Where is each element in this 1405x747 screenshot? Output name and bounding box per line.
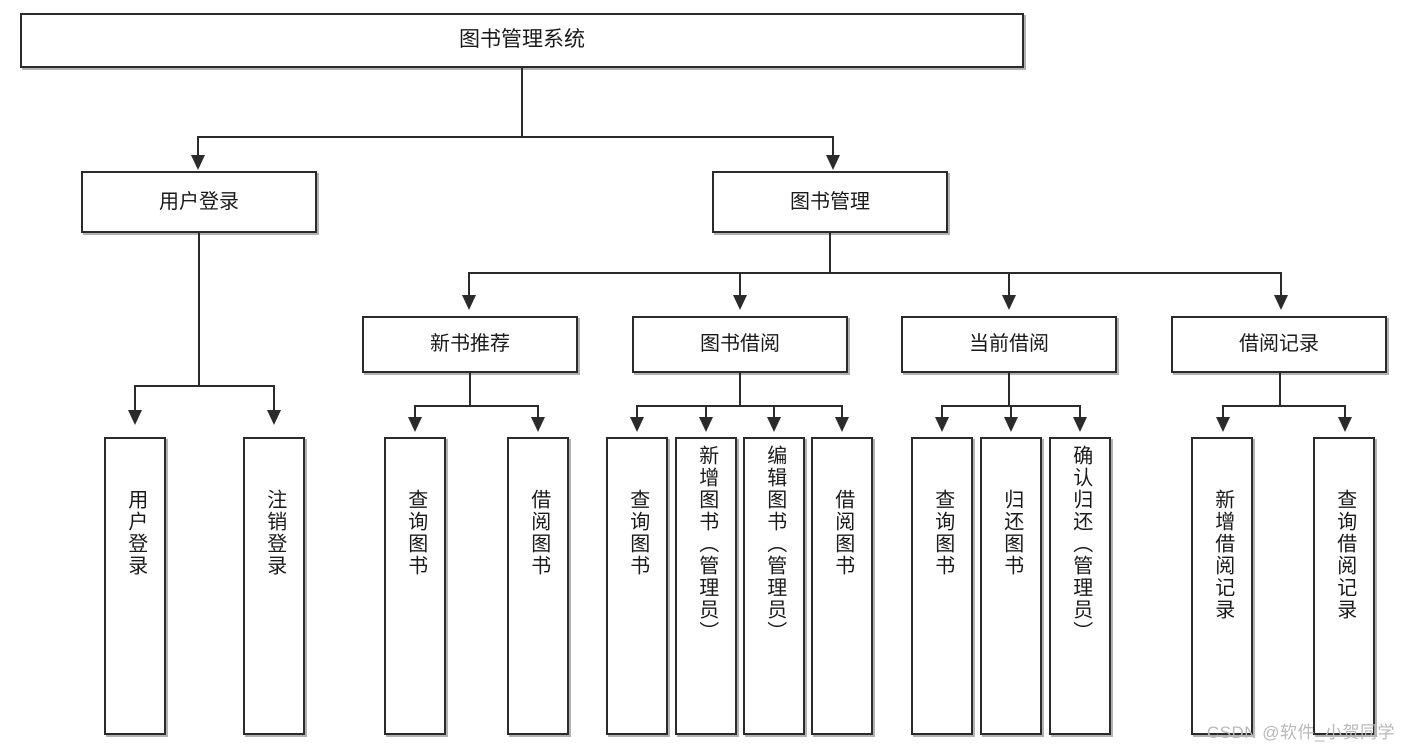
connector-root-stem (521, 68, 523, 136)
connector-userlogin-stem (198, 233, 200, 385)
node-label: 用户登录 (124, 489, 147, 577)
connector-bookborrow-stem (739, 373, 741, 405)
arrow-to-leaf-query-book-1 (408, 417, 422, 432)
arrow-to-book-manage (826, 155, 840, 170)
arrow-to-leaf-add-book (699, 417, 713, 432)
node-label: 查询图书 (931, 489, 954, 577)
node-current-borrow[interactable]: 当前借阅 (901, 316, 1117, 373)
connector-root-drop-2 (832, 136, 834, 158)
connector-borrowrecord-bus (1222, 405, 1346, 407)
watermark-text: CSDN @软件_小贺同学 (1206, 723, 1395, 742)
arrow-to-leaf-logout (267, 410, 281, 425)
leaf-user-login[interactable]: 用户登录 (104, 437, 166, 735)
connector-root-bus (197, 136, 833, 138)
node-label: 归还图书 (1000, 489, 1023, 577)
connector-borrowrecord-drop-1 (1222, 405, 1224, 419)
connector-borrowrecord-drop-2 (1344, 405, 1346, 419)
connector-root-drop-1 (197, 136, 199, 158)
arrow-to-leaf-borrow-book-1 (531, 417, 545, 432)
arrow-to-leaf-query-book-3 (935, 417, 949, 432)
node-user-login[interactable]: 用户登录 (81, 171, 317, 233)
connector-bookmanage-bus (468, 272, 1280, 274)
leaf-query-book-borrow[interactable]: 查询图书 (606, 437, 668, 735)
node-label: 确认归还（管理员） (1069, 445, 1092, 643)
connector-userlogin-drop-1 (134, 385, 136, 412)
arrow-to-leaf-borrow-book-2 (835, 417, 849, 432)
connector-currentborrow-drop-3 (1079, 405, 1081, 419)
connector-newbook-stem (469, 373, 471, 405)
node-label: 新增借阅记录 (1211, 489, 1234, 621)
leaf-query-borrow-record[interactable]: 查询借阅记录 (1313, 437, 1375, 735)
connector-l3-drop-3 (1008, 272, 1010, 297)
node-label: 当前借阅 (969, 333, 1049, 355)
connector-l3-drop-2 (739, 272, 741, 297)
connector-newbook-drop-1 (414, 405, 416, 419)
arrow-to-leaf-return-book (1004, 417, 1018, 432)
arrow-to-new-book-recommend (462, 295, 476, 310)
node-label: 借阅图书 (527, 489, 550, 577)
node-label: 图书借阅 (700, 333, 780, 355)
arrow-to-leaf-query-book-2 (630, 417, 644, 432)
arrow-to-leaf-confirm-return (1073, 417, 1087, 432)
node-label: 编辑图书（管理员） (763, 445, 786, 643)
connector-userlogin-drop-2 (273, 385, 275, 412)
node-label: 新书推荐 (430, 333, 510, 355)
arrow-to-borrow-record (1274, 295, 1288, 310)
arrow-to-leaf-add-record (1216, 417, 1230, 432)
leaf-logout[interactable]: 注销登录 (243, 437, 305, 735)
node-label: 查询图书 (626, 489, 649, 577)
connector-userlogin-bus (134, 385, 275, 387)
node-label: 借阅记录 (1239, 333, 1319, 355)
arrow-to-leaf-query-record (1338, 417, 1352, 432)
connector-bookborrow-drop-2 (705, 405, 707, 419)
leaf-return-book[interactable]: 归还图书 (980, 437, 1042, 735)
node-label: 借阅图书 (831, 489, 854, 577)
connector-bookmanage-stem (829, 233, 831, 272)
arrow-to-leaf-user-login (128, 410, 142, 425)
node-book-manage[interactable]: 图书管理 (712, 171, 948, 233)
connector-bookborrow-drop-1 (636, 405, 638, 419)
node-label: 图书管理 (790, 190, 870, 213)
node-new-book-recommend[interactable]: 新书推荐 (362, 316, 578, 373)
connector-bookborrow-drop-3 (773, 405, 775, 419)
connector-currentborrow-stem (1008, 373, 1010, 405)
node-label: 新增图书（管理员） (695, 445, 718, 643)
node-label: 用户登录 (159, 190, 239, 213)
node-label: 图书管理系统 (459, 28, 585, 52)
node-label: 注销登录 (263, 489, 286, 577)
leaf-add-borrow-record[interactable]: 新增借阅记录 (1191, 437, 1253, 735)
leaf-borrow-book-recommend[interactable]: 借阅图书 (507, 437, 569, 735)
connector-borrowrecord-stem (1279, 373, 1281, 405)
node-book-borrow[interactable]: 图书借阅 (632, 316, 848, 373)
connector-newbook-bus (414, 405, 539, 407)
connector-l3-drop-1 (468, 272, 470, 297)
connector-currentborrow-drop-2 (1010, 405, 1012, 419)
leaf-confirm-return-admin[interactable]: 确认归还（管理员） (1049, 437, 1111, 735)
node-label: 查询借阅记录 (1333, 489, 1356, 621)
arrow-to-user-login (191, 155, 205, 170)
connector-bookborrow-drop-4 (841, 405, 843, 419)
leaf-query-book-recommend[interactable]: 查询图书 (384, 437, 446, 735)
leaf-edit-book-admin[interactable]: 编辑图书（管理员） (743, 437, 805, 735)
connector-newbook-drop-2 (537, 405, 539, 419)
connector-currentborrow-drop-1 (941, 405, 943, 419)
node-label: 查询图书 (404, 489, 427, 577)
connector-l3-drop-4 (1280, 272, 1282, 297)
node-root-system[interactable]: 图书管理系统 (20, 13, 1024, 68)
leaf-add-book-admin[interactable]: 新增图书（管理员） (675, 437, 737, 735)
arrow-to-book-borrow (733, 295, 747, 310)
connector-bookborrow-bus (636, 405, 843, 407)
leaf-borrow-book[interactable]: 借阅图书 (811, 437, 873, 735)
arrow-to-current-borrow (1002, 295, 1016, 310)
arrow-to-leaf-edit-book (767, 417, 781, 432)
node-borrow-record[interactable]: 借阅记录 (1171, 316, 1387, 373)
leaf-query-book-current[interactable]: 查询图书 (911, 437, 973, 735)
